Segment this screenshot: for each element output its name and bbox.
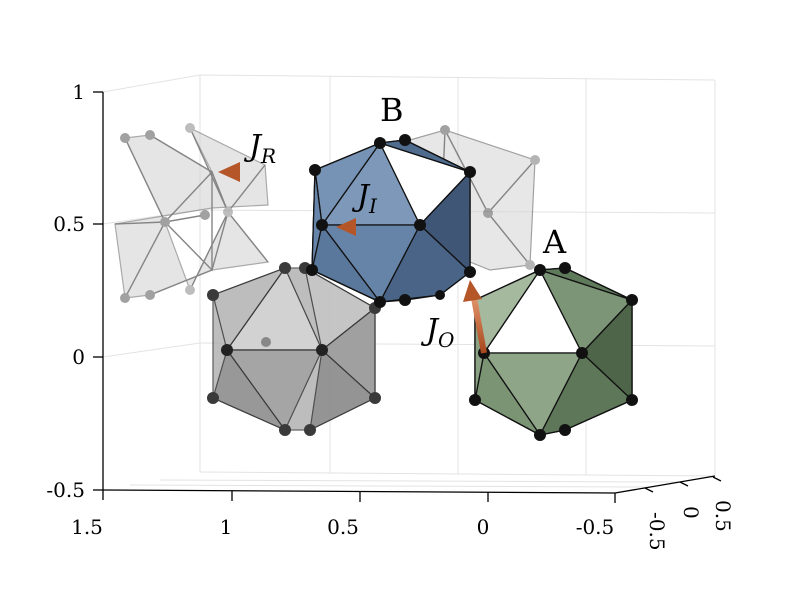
x-tick-neg-0-5: -0.5	[576, 515, 615, 539]
y-tick-0: 0	[679, 506, 703, 519]
arrow-j-i	[336, 218, 420, 236]
z-tick-0: 0	[72, 345, 85, 369]
x-tick-0-5: 0.5	[327, 515, 359, 539]
x-tick-0: 0	[477, 515, 490, 539]
ghost-cluster-lower-left	[207, 262, 381, 436]
x-tick-1: 1	[220, 515, 233, 539]
z-tick-neg-0-5: -0.5	[46, 478, 85, 502]
label-cluster-b: B	[380, 91, 404, 129]
cluster-a	[469, 262, 638, 441]
y-tick-0-5: 0.5	[711, 500, 735, 532]
y-tick-neg-0-5: -0.5	[645, 512, 669, 551]
axes-lines	[93, 91, 722, 503]
label-j-o-main: J	[420, 313, 440, 348]
z-tick-labels: 1 0.5 0 -0.5	[46, 80, 85, 502]
label-j-r-sub: R	[260, 144, 276, 168]
x-tick-labels: 1.5 1 0.5 0 -0.5	[71, 515, 614, 539]
y-tick-labels: -0.5 0 0.5	[645, 500, 735, 551]
arrow-j-r	[218, 162, 312, 182]
z-tick-0-5: 0.5	[53, 212, 85, 236]
label-j-i-sub: I	[368, 194, 378, 218]
ghost-cluster-upper-left	[114, 123, 270, 303]
arrow-j-o	[463, 280, 487, 354]
label-j-o: JO	[420, 313, 454, 352]
x-tick-1-5: 1.5	[71, 515, 103, 539]
z-tick-1: 1	[72, 80, 85, 104]
cluster-b	[306, 134, 476, 308]
label-j-o-sub: O	[438, 328, 454, 352]
label-cluster-a: A	[542, 223, 567, 261]
